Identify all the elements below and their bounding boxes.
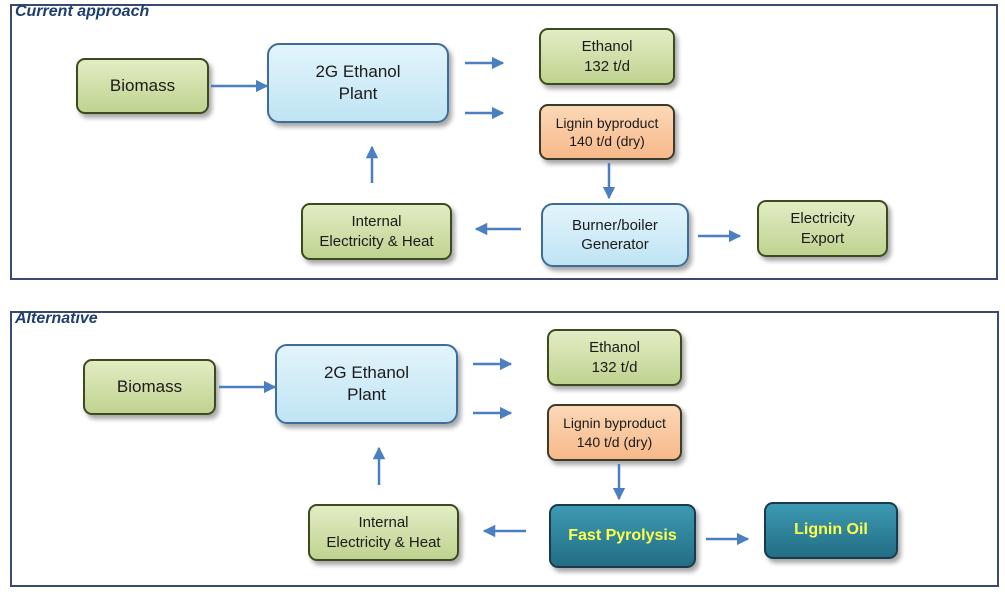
node-label-line1: Burner/boiler: [572, 216, 658, 234]
panel-title: Alternative: [15, 310, 98, 327]
node-label: Lignin Oil: [794, 521, 868, 539]
panel-title: Current approach: [15, 3, 150, 20]
node-label: Biomass: [109, 75, 176, 95]
burner-generator-node: Burner/boiler Generator: [541, 203, 689, 267]
node-label-line2: 132 t/d: [584, 57, 630, 75]
current-approach-panel: Current approach: [10, 3, 998, 280]
lignin-byproduct-node: Lignin byproduct 140 t/d (dry): [547, 404, 682, 461]
node-label-line1: 2G Ethanol: [315, 61, 401, 81]
lignin-byproduct-node: Lignin byproduct 140 t/d (dry): [539, 104, 675, 160]
node-label-line2: Plant: [338, 84, 378, 103]
node-label-line1: Ethanol: [581, 38, 633, 55]
internal-electricity-node: Internal Electricity & Heat: [308, 504, 459, 561]
electricity-export-node: Electricity Export: [757, 200, 888, 257]
node-label-line2: 140 t/d (dry): [569, 133, 645, 149]
biomass-node: Biomass: [83, 359, 216, 415]
node-label-line2: Electricity & Heat: [319, 232, 434, 250]
node-label-line2: 140 t/d (dry): [576, 433, 653, 450]
node-label-line1: Ethanol: [589, 339, 640, 356]
ethanol-plant-node: 2G Ethanol Plant: [267, 43, 449, 123]
ethanol-output-node: Ethanol 132 t/d: [547, 329, 682, 386]
node-label-line1: Lignin byproduct: [563, 415, 666, 432]
node-label-line1: Internal: [358, 514, 409, 531]
node-label-line1: Electricity: [790, 210, 855, 227]
ethanol-output-node: Ethanol 132 t/d: [539, 28, 675, 85]
internal-electricity-node: Internal Electricity & Heat: [301, 203, 452, 260]
node-label-line2: Electricity & Heat: [326, 533, 441, 551]
node-label: Biomass: [116, 376, 183, 396]
fast-pyrolysis-node: Fast Pyrolysis: [549, 504, 696, 568]
ethanol-plant-node: 2G Ethanol Plant: [275, 344, 458, 424]
node-label-line1: Internal: [351, 213, 402, 230]
node-label-line2: Generator: [581, 236, 649, 253]
node-label-line2: Plant: [347, 385, 386, 404]
biomass-node: Biomass: [76, 58, 209, 114]
node-label-line1: Lignin byproduct: [555, 114, 659, 131]
node-label-line2: Export: [800, 229, 845, 247]
node-label-line2: 132 t/d: [591, 358, 638, 376]
lignin-oil-node: Lignin Oil: [764, 502, 898, 559]
node-label-line1: 2G Ethanol: [323, 362, 410, 382]
node-label: Fast Pyrolysis: [568, 526, 677, 544]
